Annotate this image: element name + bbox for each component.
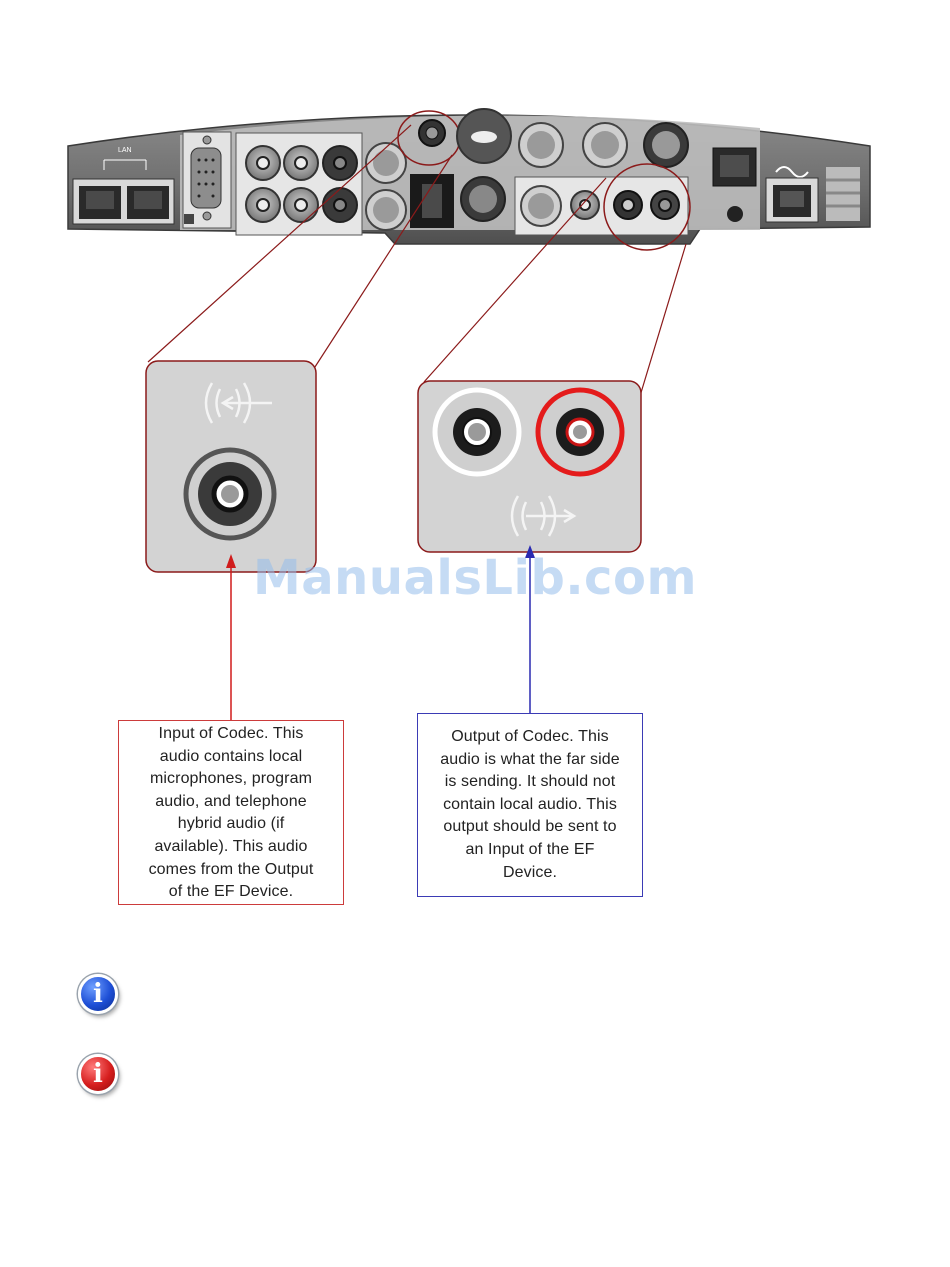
output-callout: Output of Codec. This audio is what the … xyxy=(417,713,643,897)
watermark: ManualsLib.com xyxy=(253,550,697,606)
input-arrow xyxy=(226,554,236,720)
callout-line: hybrid audio (if xyxy=(177,815,285,833)
leader-lines xyxy=(147,124,687,397)
callout-line: available). This audio xyxy=(154,837,308,855)
callout-line: Device. xyxy=(502,863,558,881)
audio-output-symbol-icon xyxy=(510,495,577,537)
audio-output-jacks xyxy=(514,163,691,251)
callout-line: is sending. It should not xyxy=(444,773,616,791)
output-jacks-zoom xyxy=(417,380,642,553)
callout-line: contain local audio. This xyxy=(443,795,617,813)
s-video-port-icon xyxy=(365,142,407,231)
callout-line: audio is what the far side xyxy=(440,750,620,768)
callout-line: comes from the Output xyxy=(148,860,314,878)
lan-ports: LAN xyxy=(72,147,175,225)
power-icon xyxy=(765,166,860,223)
info-icon: i xyxy=(78,974,118,1014)
telephone-port-icon xyxy=(410,174,454,228)
callout-line: audio, and telephone xyxy=(155,792,307,810)
device-rear-panel: LAN xyxy=(67,108,871,251)
input-callout: Input of Codec. This audio contains loca… xyxy=(118,720,344,905)
vga-port-icon xyxy=(182,131,232,229)
input-jack-zoom xyxy=(145,360,317,573)
microphone-input-jack xyxy=(397,110,461,166)
audio-input-symbol-icon xyxy=(204,382,272,424)
callout-line: an Input of the EF xyxy=(465,840,595,858)
lan-label: LAN xyxy=(118,147,132,154)
output-arrow xyxy=(525,545,535,713)
callout-line: of the EF Device. xyxy=(168,883,294,901)
warning-info-icon: i xyxy=(78,1054,118,1094)
callout-line: microphones, program xyxy=(149,770,313,788)
callout-line: output should be sent to xyxy=(443,818,617,836)
callout-line: Input of Codec. This xyxy=(158,725,304,742)
callout-line: audio contains local xyxy=(159,747,303,765)
rca-jack-group xyxy=(235,132,363,236)
callout-line: Output of Codec. This xyxy=(451,728,609,745)
